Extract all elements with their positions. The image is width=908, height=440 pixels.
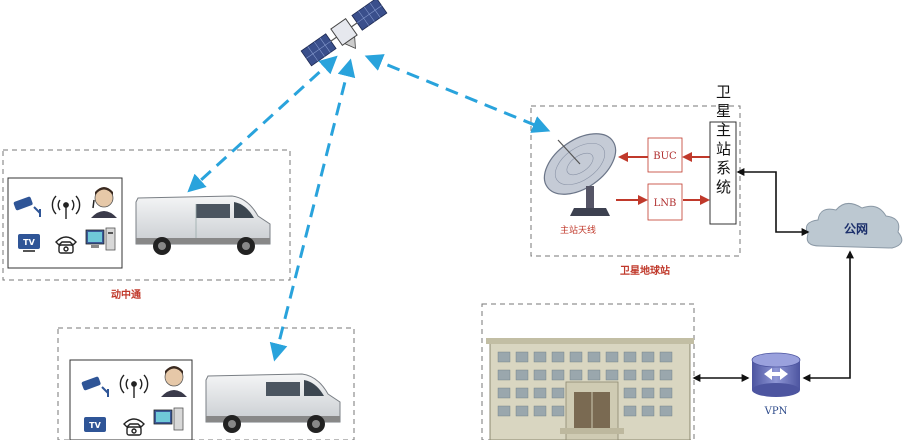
- svg-text:TV: TV: [89, 421, 101, 430]
- link-to-ground-station: [364, 54, 551, 133]
- wifi-icon: [51, 195, 81, 219]
- satellite-links: [187, 54, 551, 362]
- tv-icon: TV: [84, 417, 106, 432]
- camera-icon: [13, 196, 41, 217]
- ground-station-label: 卫星地球站: [620, 264, 670, 277]
- main-system-box: [709, 121, 737, 225]
- building-icon: [486, 338, 694, 440]
- vpn-icon: [751, 352, 801, 397]
- system-to-cloud-link: [736, 168, 810, 236]
- cloud-to-vpn-link: [802, 250, 854, 382]
- link-to-mobile-1: [187, 55, 338, 193]
- buc-label: BUC: [653, 151, 677, 162]
- wifi-icon: [119, 374, 149, 398]
- antenna-label: 主站天线: [560, 224, 596, 236]
- lnb-box: [647, 183, 683, 221]
- buc-box: [647, 137, 683, 173]
- headquarters-box: [481, 303, 695, 440]
- phone-icon: [55, 236, 77, 254]
- computer-icon: [85, 227, 116, 251]
- operator-icon: [91, 187, 117, 218]
- vpn-label: VPN: [764, 406, 788, 417]
- satellite-icon: [300, 0, 388, 67]
- dish-icon: [543, 133, 617, 216]
- tv-icon: TV: [18, 234, 40, 252]
- van-icon: [135, 195, 271, 255]
- camera-icon: [81, 376, 109, 397]
- main-system-label: 卫星主站系统: [714, 84, 732, 198]
- svg-text:TV: TV: [23, 238, 35, 247]
- operator-icon: [161, 366, 187, 397]
- mobile-group-2-box: [57, 327, 355, 440]
- computer-icon: [153, 407, 184, 431]
- phone-icon: [123, 418, 145, 436]
- lnb-label: LNB: [654, 198, 677, 209]
- cloud-label: 公网: [844, 222, 868, 236]
- mobile-group-1-label: 动中通: [111, 288, 141, 301]
- link-to-mobile-2: [269, 58, 356, 362]
- van-icon: [205, 373, 341, 433]
